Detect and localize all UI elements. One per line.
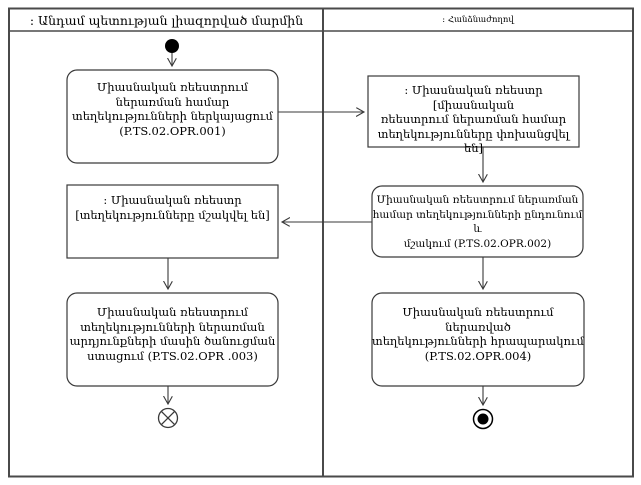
flow-final-node	[157, 407, 179, 429]
object-node-transferred-label: : Միասնական ռեեստր [միասնական ռեեստրում …	[377, 83, 570, 155]
lane-title-commission: : Հանձնաժողով	[442, 15, 514, 25]
action-opr001-label: Միասնական ռեեստրում ներառման համար տեղեկ…	[72, 80, 273, 138]
initial-node	[165, 39, 179, 53]
object-node-processed-label: : Միասնական ռեեստր [տեղեկությունները մշա…	[75, 193, 270, 222]
action-opr001-shape	[66, 69, 279, 164]
action-opr003-shape	[66, 292, 279, 387]
activity-final-node	[472, 408, 494, 430]
action-opr004-shape	[371, 292, 585, 387]
action-opr002-label: Միասնական ռեեստրում ներառման համար տեղեկ…	[372, 194, 583, 250]
object-node-transferred-shape	[367, 75, 580, 148]
lane-title-member-state: : Անդամ պետության լիազորված մարմին	[29, 12, 304, 28]
action-opr003-label: Միասնական ռեեստրում տեղեկությունների ներ…	[69, 305, 276, 363]
object-node-processed-shape	[66, 184, 279, 259]
action-opr004-label: Միասնական ռեեստրում ներառված տեղեկությու…	[372, 305, 584, 363]
swimlane-outer-frame	[8, 7, 634, 478]
